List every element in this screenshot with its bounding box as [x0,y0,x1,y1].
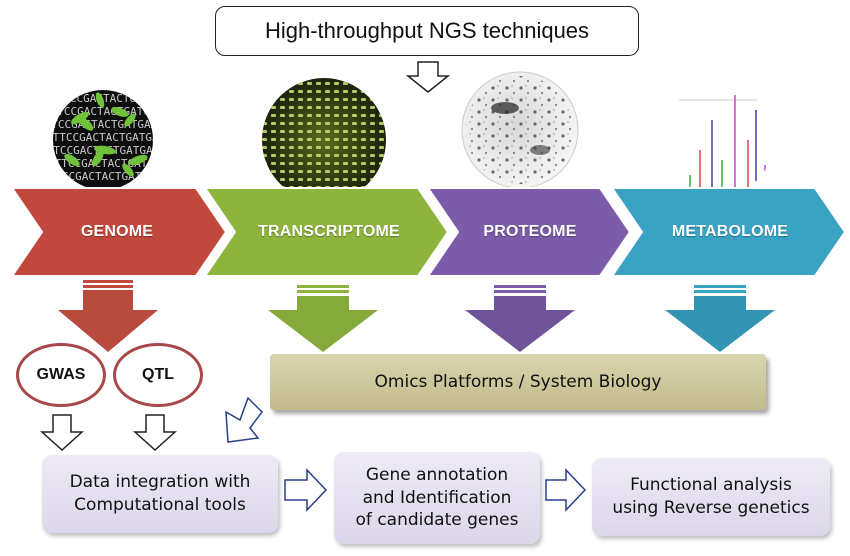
dna-line: GTTCCGACTACTGATGAAGTTCCGACTGATTGTTCCGACT… [46,131,364,144]
genome-down-arrow [58,280,158,352]
step-gene-annotation: Gene annotation and Identification of ca… [334,452,540,544]
qtl-down-arrow [133,414,177,452]
genome-label: GENOME [80,223,154,240]
step-functional-analysis: Functional analysis using Reverse geneti… [592,458,830,536]
proteome-image [461,71,579,189]
header-title: High-throughput NGS techniques [215,6,639,56]
genome-chevron [10,187,228,277]
metabolome-label: METABOLOME [671,223,789,240]
metabolome-down-arrow [665,285,775,352]
step-data-integration: Data integration with Computational tool… [42,455,278,533]
transcriptome-chevron [203,187,450,277]
proteome-down-arrow [465,285,575,352]
omics-platform-bar: Omics Platforms / System Biology [270,354,766,410]
metabolome-chevron [610,187,847,277]
transcriptome-label: TRANSCRIPTOME [258,223,400,240]
metabolome-image [662,84,774,196]
proteome-label: PROTEOME [483,223,577,240]
platform-diagonal-arrow [225,396,263,443]
proteome-chevron [426,187,632,277]
gwas-down-arrow [40,414,84,452]
transcriptome-down-arrow [268,285,378,352]
title-down-arrow [405,61,451,93]
transcriptome-image [262,78,386,202]
step-arrow-1 [284,468,328,512]
gwas-oval: GWAS [16,343,106,407]
qtl-oval: QTL [113,343,203,407]
genome-image: GTTCCGACTACTGATGAAGTTCCGACTGATTGTTCCGACT… [46,90,364,190]
step-arrow-2 [545,468,587,512]
